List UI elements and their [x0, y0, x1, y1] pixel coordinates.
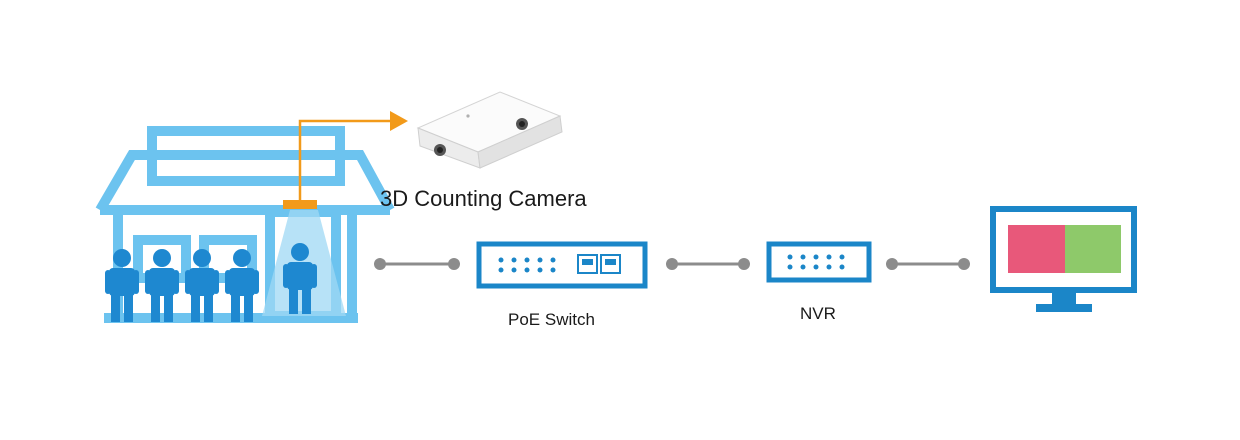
camera-label: 3D Counting Camera: [380, 186, 587, 211]
nvr-label: NVR: [800, 304, 836, 323]
poe-switch-label: PoE Switch: [508, 310, 595, 329]
screen-panel-red: [1008, 225, 1065, 273]
monitor-icon: [990, 206, 1137, 312]
person-icon: [225, 249, 259, 322]
nvr-icon: [766, 241, 872, 283]
person-icon: [145, 249, 179, 322]
connector-nvr-monitor: [886, 258, 970, 270]
store-icon: [95, 126, 395, 321]
camera-icon: [416, 91, 563, 169]
arrow-icon: [298, 111, 408, 200]
people-queue-icon: [105, 243, 317, 322]
connector-store-switch: [374, 258, 460, 270]
connector-switch-nvr: [666, 258, 750, 270]
ceiling-camera-icon: [283, 200, 317, 209]
person-in-door-icon: [283, 243, 317, 314]
screen-panel-green: [1065, 225, 1121, 273]
poe-switch-icon: [476, 241, 648, 289]
person-icon: [105, 249, 139, 322]
person-icon: [185, 249, 219, 322]
